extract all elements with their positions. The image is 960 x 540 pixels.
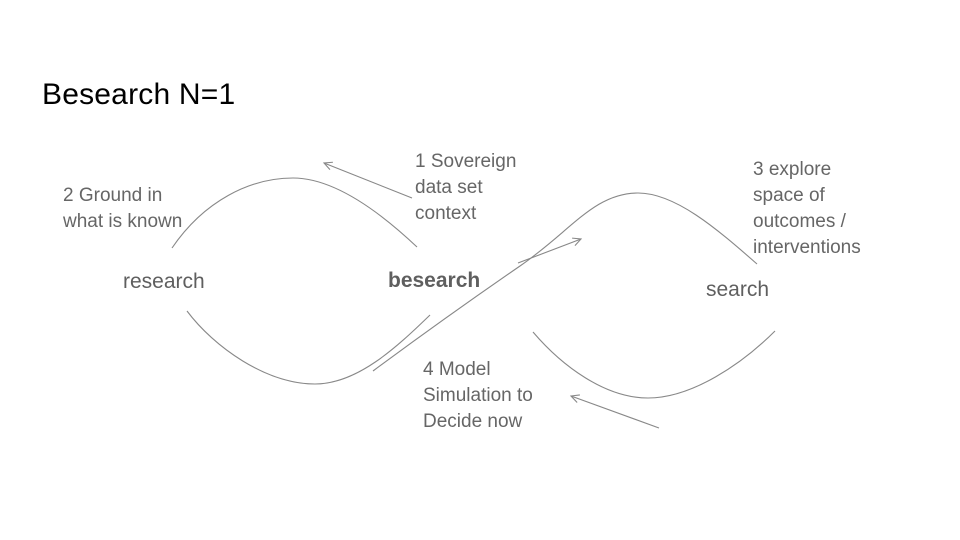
node-label-besearch: besearch (388, 269, 481, 292)
annotation-model-simulation: 4 Model Simulation to Decide now (423, 359, 533, 432)
annotation-sovereign-data: 1 Sovereign data set context (415, 151, 517, 224)
research-valley-curve (186, 310, 431, 385)
node-label-search: search (706, 278, 770, 301)
annotation-ground-in-known: 2 Ground in what is known (63, 185, 183, 232)
model-simulation-arrow (569, 394, 660, 429)
slide-title: Besearch N=1 (42, 78, 236, 112)
explore-direction-arrow (517, 237, 583, 264)
sovereign-context-arrow (322, 161, 413, 199)
node-label-research: research (123, 270, 205, 293)
annotation-explore-space: 3 explore space of outcomes / interventi… (753, 159, 861, 258)
research-besearch-hump-curve (171, 177, 418, 249)
search-valley-curve (532, 330, 776, 399)
